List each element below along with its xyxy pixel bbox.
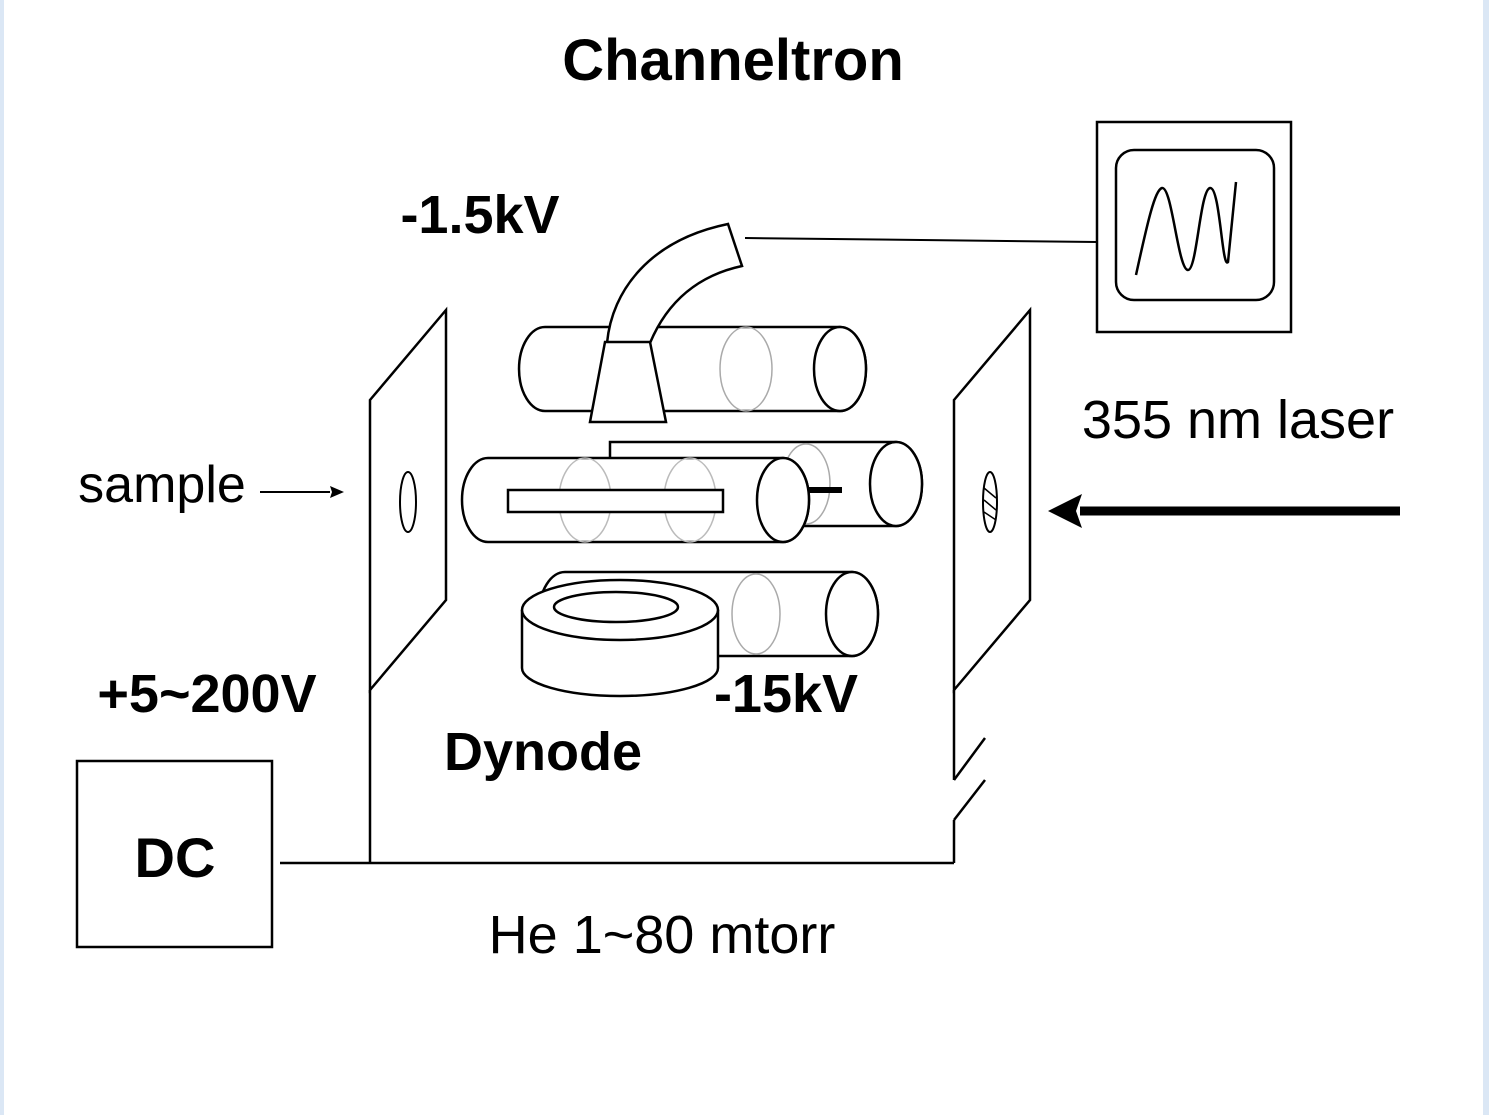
arrow-left-icon: [1048, 494, 1082, 528]
dc-power-supply: DC: [75, 759, 274, 949]
laser-label: 355 nm laser: [1082, 390, 1394, 450]
dynode: [520, 578, 720, 698]
dc-label: DC: [135, 826, 216, 889]
channeltron-label: Channeltron: [562, 28, 904, 93]
oscilloscope-icon: [1134, 181, 1238, 276]
rod-top: [517, 325, 868, 413]
rod-front-middle: [460, 456, 811, 544]
laser-beam: [1048, 494, 1400, 528]
laser-window: [982, 471, 998, 533]
channeltron-detector: [588, 222, 744, 424]
gas-pressure-label: He 1~80 mtorr: [489, 905, 836, 965]
oscilloscope: [1095, 120, 1293, 334]
channeltron-voltage-label: -1.5kV: [400, 185, 559, 245]
sample-arrow: [260, 486, 344, 498]
arrow-right-icon: [330, 486, 344, 498]
dynode-label: Dynode: [444, 722, 642, 782]
sample-label: sample: [78, 456, 246, 514]
sample-inlet-hole: [399, 471, 417, 533]
signal-wire: [744, 237, 1098, 243]
dc-voltage-label: +5~200V: [97, 664, 316, 724]
dynode-voltage-label: -15kV: [714, 664, 858, 724]
